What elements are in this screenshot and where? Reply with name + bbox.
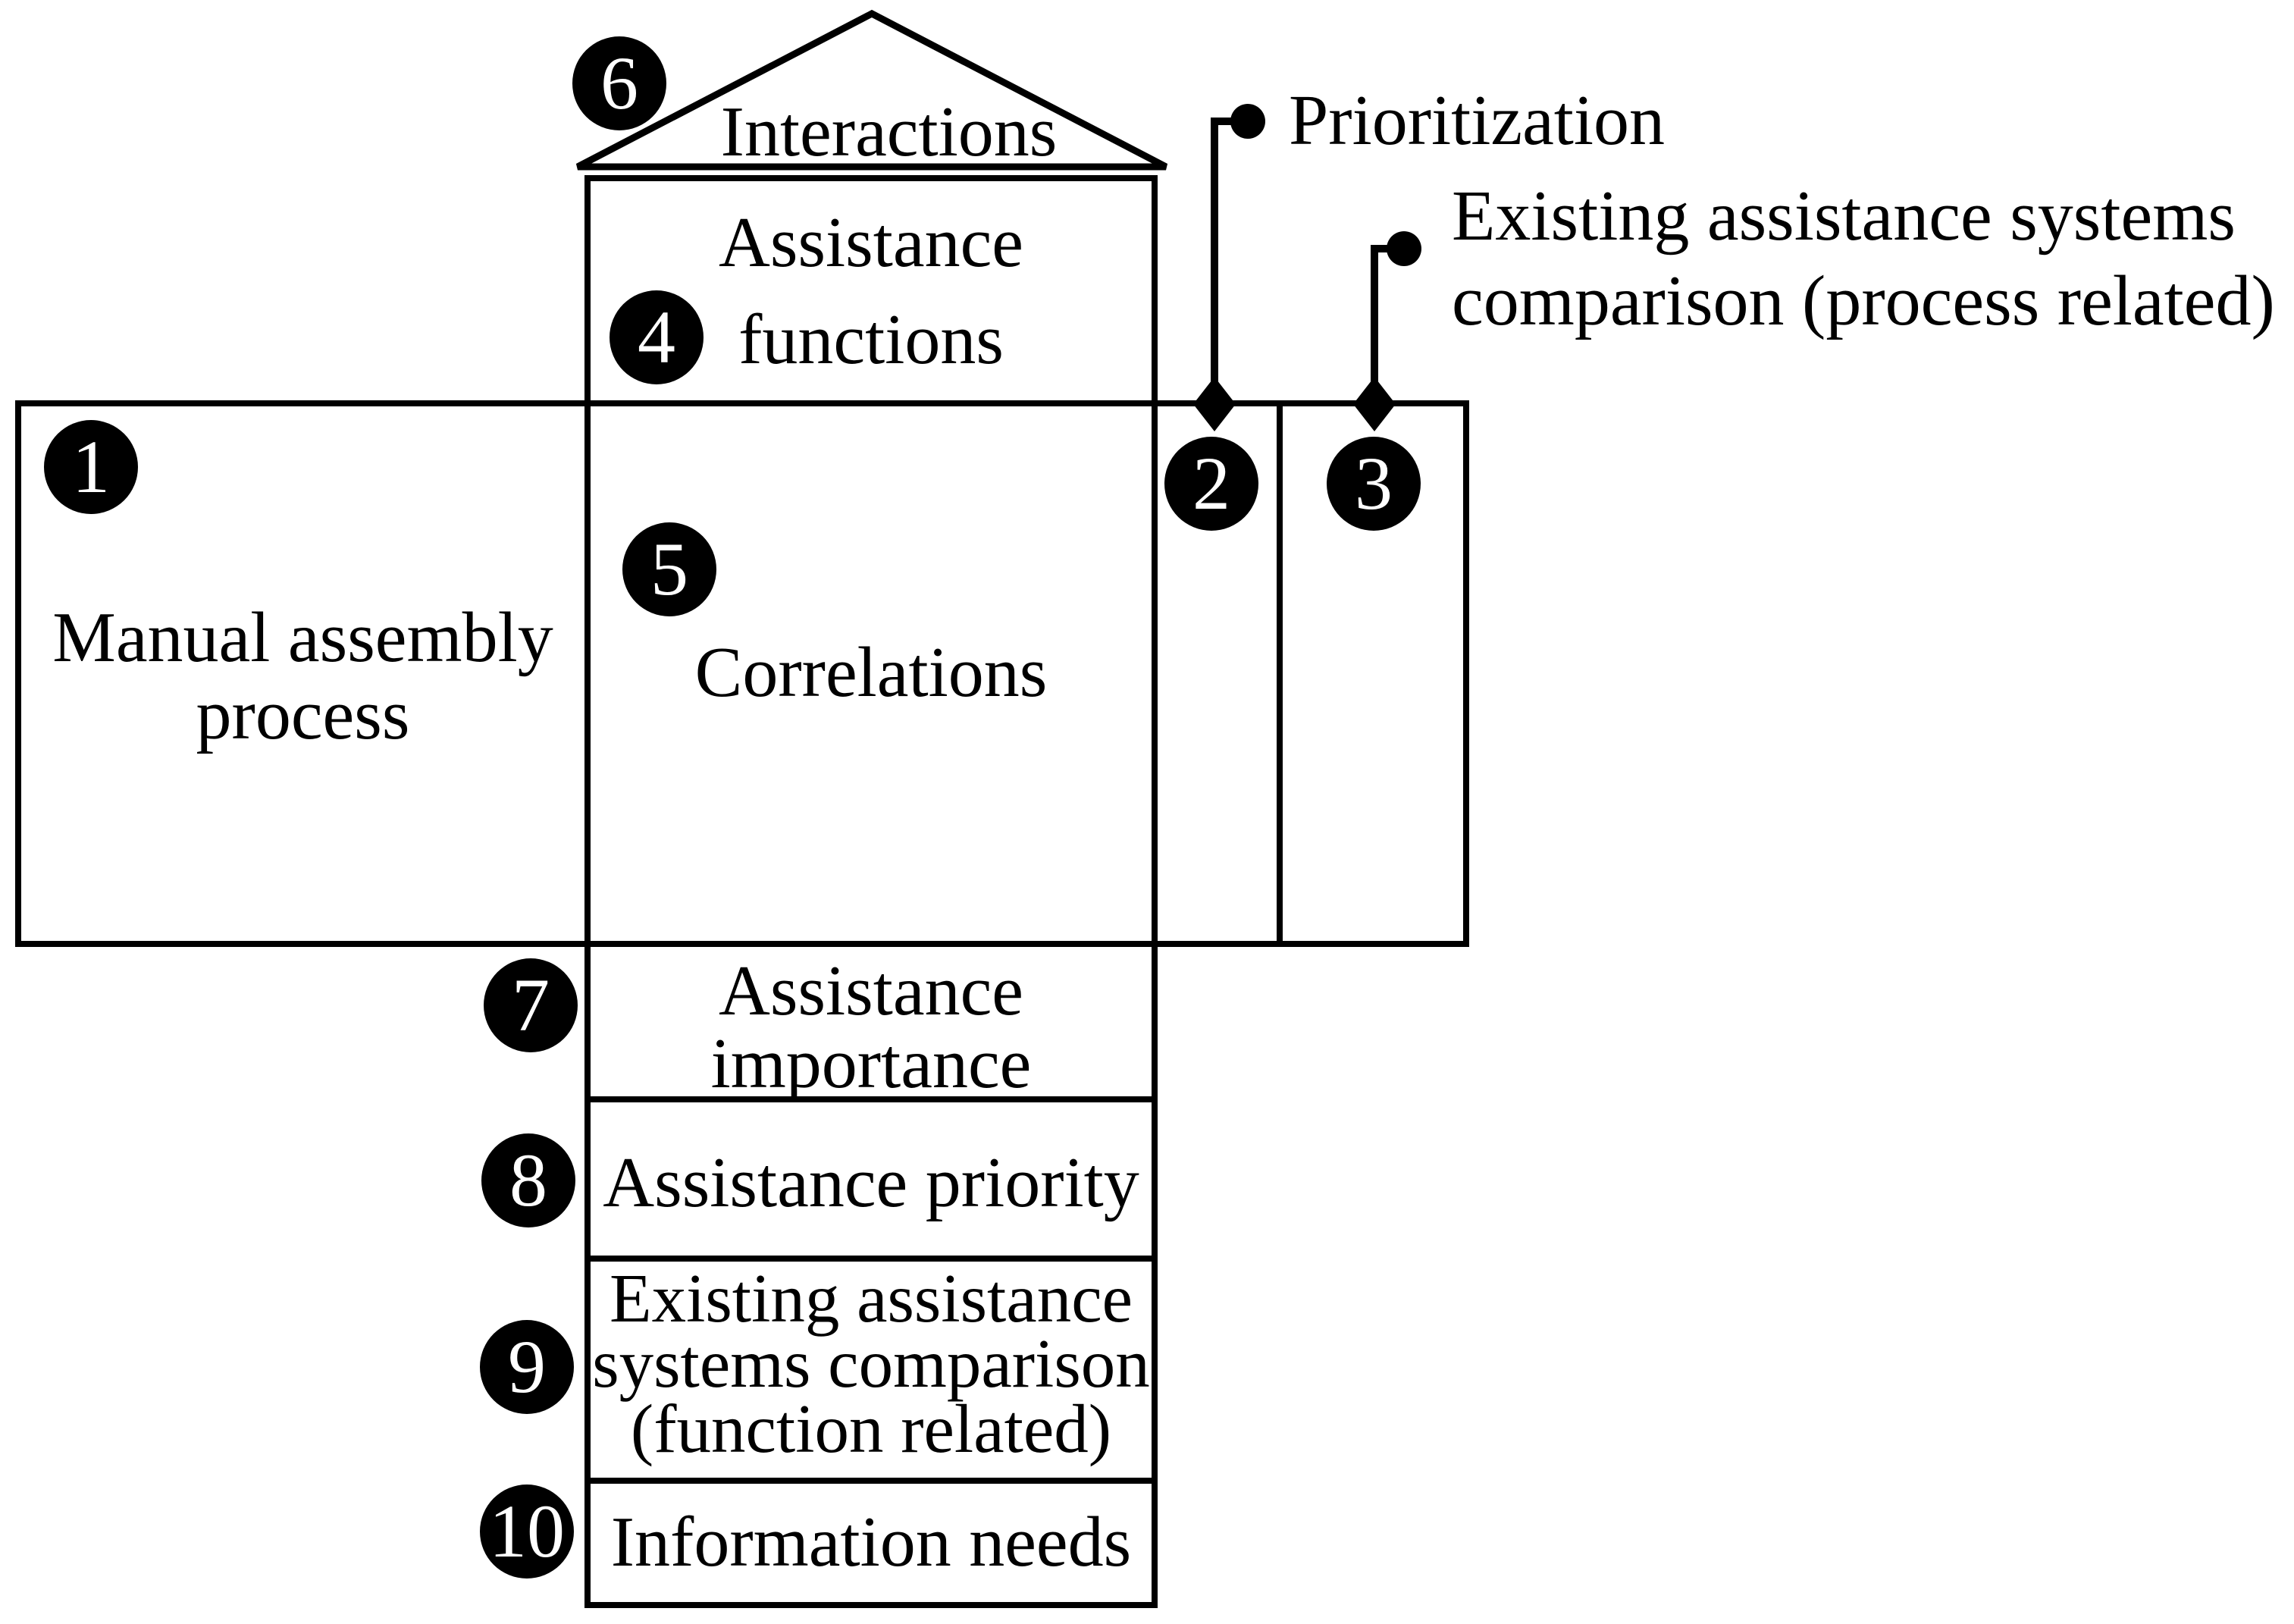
- badge-4: 4: [610, 290, 704, 384]
- process-comparison-callout-line1: Existing assistance systems: [1452, 177, 2236, 256]
- process-comparison-diamond-icon: [1353, 377, 1396, 431]
- assistance-importance-line2: importance: [710, 1024, 1032, 1103]
- function-comparison-line1: Existing assistance: [610, 1260, 1133, 1337]
- badge-3: 3: [1327, 437, 1421, 531]
- process-comparison-bullet-icon: [1387, 231, 1421, 266]
- correlations-label: Correlations: [694, 633, 1048, 712]
- badge-2: 2: [1164, 437, 1258, 531]
- assistance-importance-label: Assistance importance: [591, 955, 1152, 1100]
- prioritization-diamond-icon: [1193, 377, 1236, 431]
- manual-assembly-label: Manual assembly process: [21, 599, 584, 754]
- assistance-functions-line1: Assistance: [718, 203, 1024, 282]
- prioritization-connector-line: [1211, 118, 1248, 404]
- information-needs-label: Information needs: [610, 1503, 1132, 1582]
- roof-label: Interactions: [720, 92, 1058, 171]
- assistance-functions-label: Assistance functions: [591, 194, 1152, 388]
- badge-7: 7: [484, 958, 578, 1052]
- process-comparison-column-box: [1277, 400, 1469, 947]
- prioritization-callout-label: Prioritization: [1289, 81, 1666, 160]
- assistance-priority-box: [584, 1096, 1158, 1262]
- assistance-priority-label: Assistance priority: [603, 1143, 1139, 1222]
- function-comparison-box: [584, 1256, 1158, 1484]
- process-comparison-callout-label: Existing assistance systems comparison (…: [1452, 174, 2275, 343]
- function-comparison-line3: (function related): [630, 1390, 1112, 1467]
- badge-6: 6: [572, 36, 666, 130]
- badge-9: 9: [480, 1320, 574, 1414]
- badge-10: 10: [480, 1484, 574, 1579]
- badge-8: 8: [481, 1133, 575, 1227]
- badge-1: 1: [44, 420, 138, 514]
- manual-assembly-line2: process: [196, 676, 410, 754]
- roof-triangle-icon: [575, 9, 1168, 171]
- process-comparison-connector-line: [1371, 245, 1404, 404]
- badge-5: 5: [622, 522, 716, 616]
- function-comparison-label: Existing assistance systems comparison (…: [591, 1260, 1152, 1467]
- information-needs-box: [584, 1478, 1158, 1608]
- assistance-importance-line1: Assistance: [718, 952, 1024, 1030]
- process-comparison-callout-line2: comparison (process related): [1452, 262, 2275, 340]
- assistance-functions-line2: functions: [738, 300, 1004, 379]
- manual-assembly-line1: Manual assembly: [52, 598, 553, 677]
- prioritization-bullet-icon: [1230, 104, 1265, 139]
- function-comparison-line2: systems comparison: [592, 1325, 1150, 1402]
